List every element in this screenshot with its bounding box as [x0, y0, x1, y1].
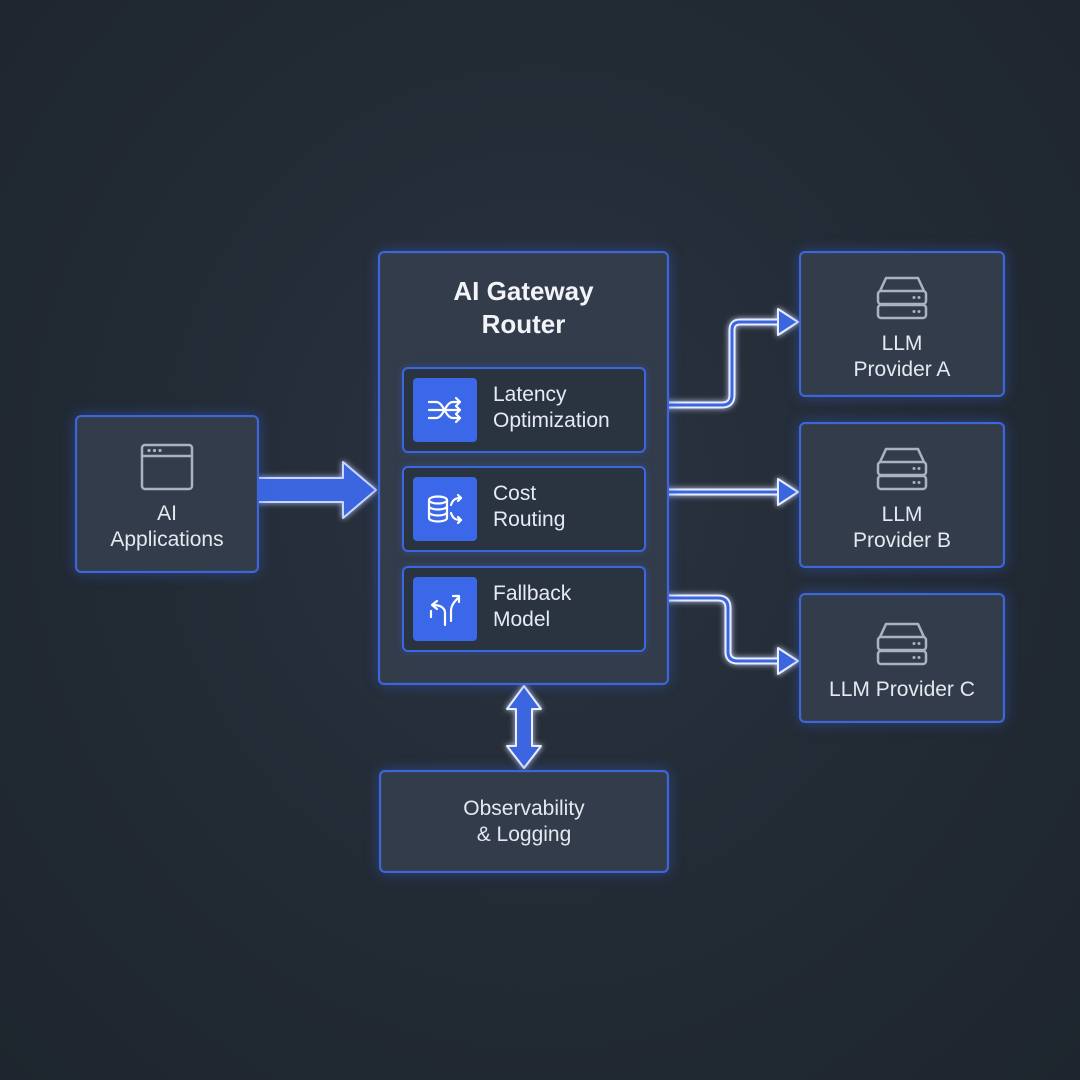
route-to-provider-c-arrow [646, 594, 799, 675]
llm-provider-b-label: LLM Provider B [852, 503, 952, 552]
split-arrows-icon [413, 577, 477, 641]
server-icon [876, 622, 928, 666]
apps-to-gateway-arrow [257, 461, 377, 519]
browser-window-icon [140, 443, 194, 491]
server-icon [876, 447, 928, 491]
llm-provider-b-node[interactable]: LLM Provider B [799, 422, 1005, 568]
observability-logging-node[interactable]: Observability & Logging [379, 770, 669, 873]
shuffle-icon [413, 378, 477, 442]
ai-applications-label: AI Applications [110, 502, 224, 551]
latency-optimization-label: Latency Optimization [493, 383, 610, 432]
server-icon [876, 276, 928, 320]
fallback-model-item[interactable]: Fallback Model [402, 566, 646, 652]
ai-applications-node[interactable]: AI Applications [75, 415, 259, 573]
llm-provider-c-node[interactable]: LLM Provider C [799, 593, 1005, 723]
latency-optimization-item[interactable]: Latency Optimization [402, 367, 646, 453]
cost-routing-item[interactable]: Cost Routing [402, 466, 646, 552]
database-route-icon [413, 477, 477, 541]
llm-provider-a-label: LLM Provider A [853, 332, 951, 381]
fallback-model-label: Fallback Model [493, 582, 572, 631]
gateway-observability-double-arrow [506, 685, 542, 769]
llm-provider-c-label: LLM Provider C [829, 678, 975, 701]
observability-label: Observability & Logging [463, 796, 585, 846]
gateway-title: AI Gateway Router [453, 276, 594, 339]
route-to-provider-a-arrow [646, 308, 799, 409]
llm-provider-a-node[interactable]: LLM Provider A [799, 251, 1005, 397]
cost-routing-label: Cost Routing [493, 482, 566, 531]
ai-gateway-router-node[interactable]: AI Gateway Router Latency Optimization [378, 251, 669, 685]
